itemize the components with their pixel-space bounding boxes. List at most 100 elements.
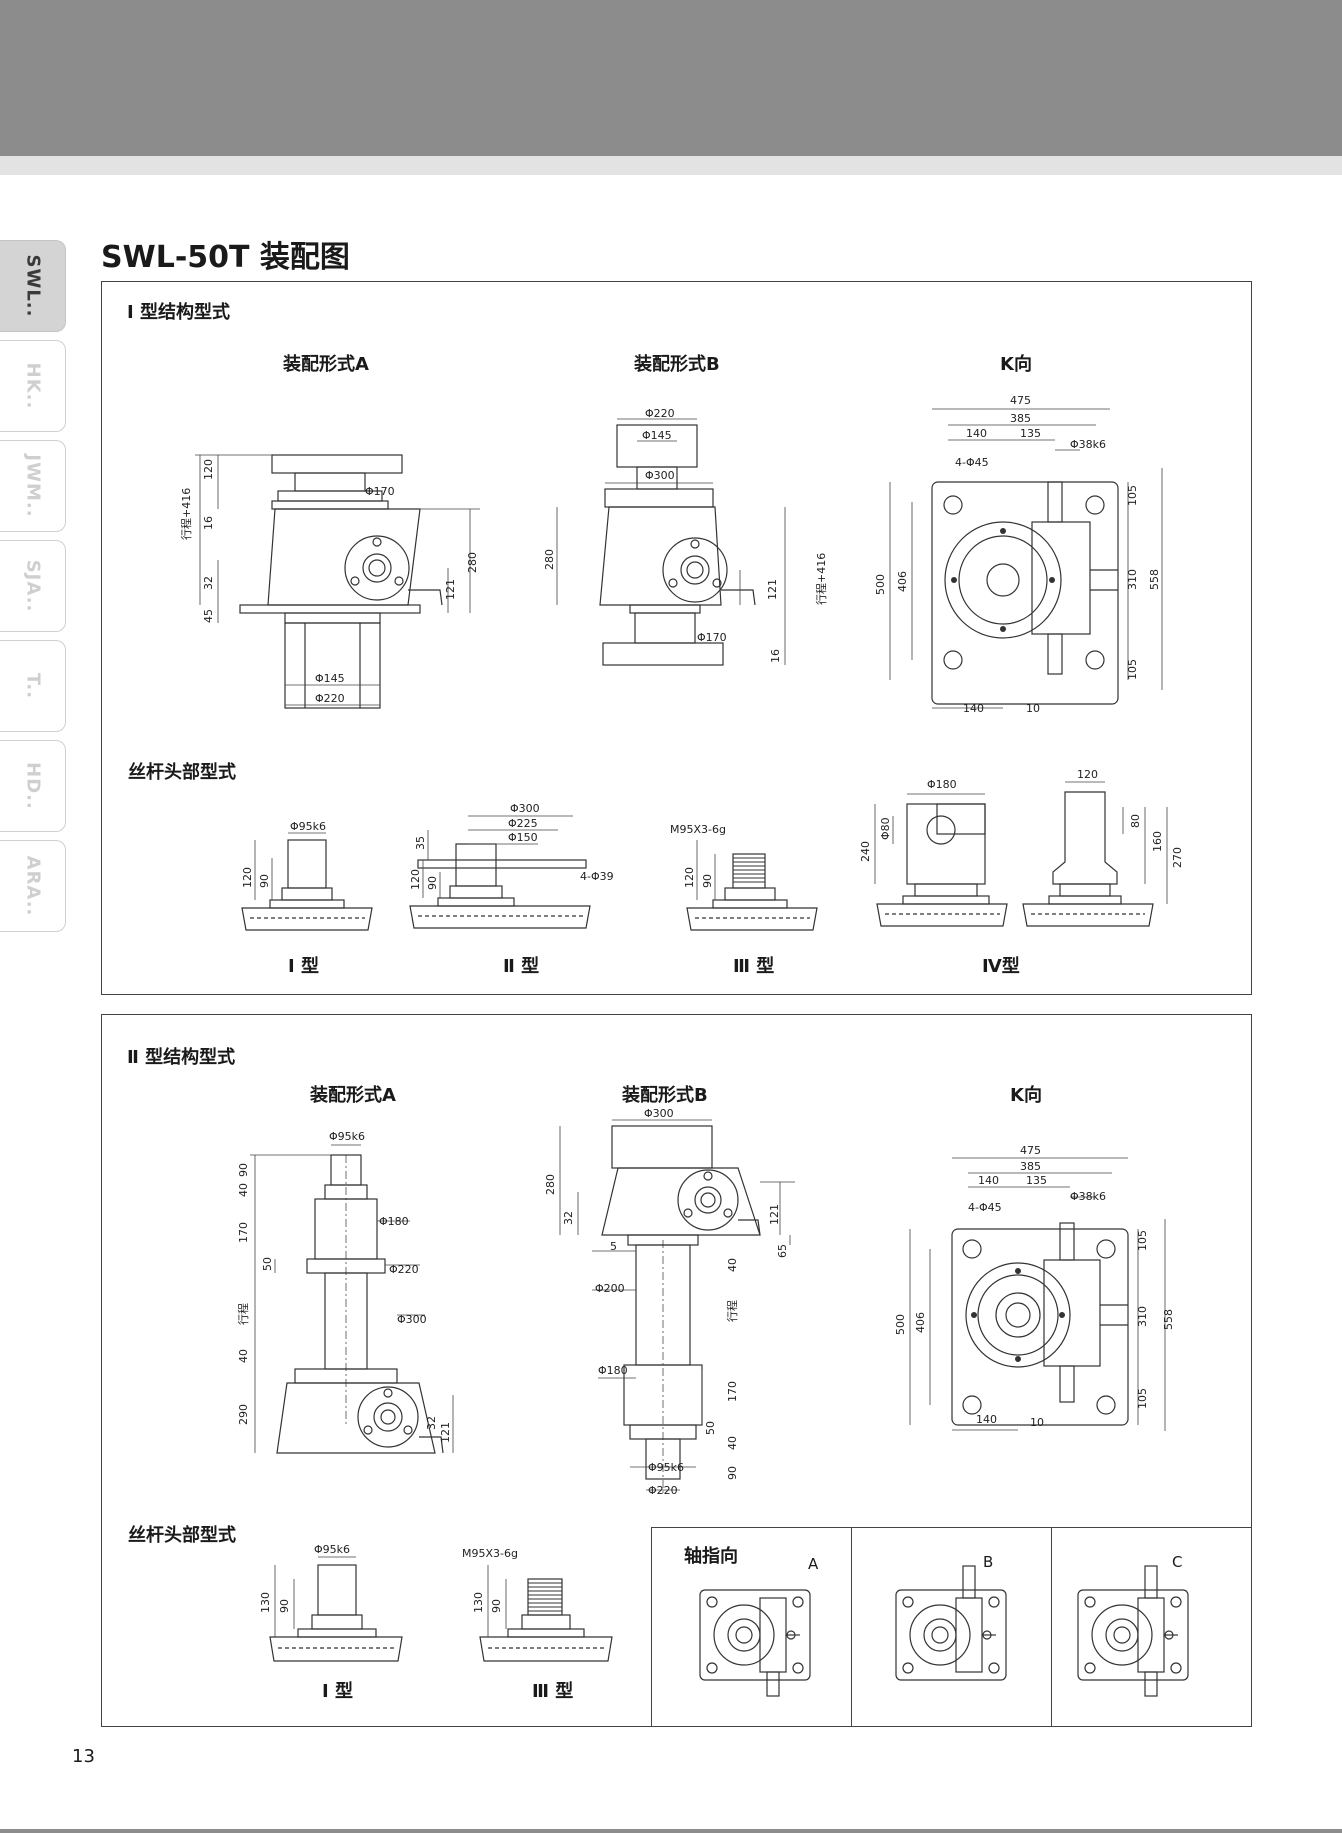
s2-form-a-drawing: Φ95k6 90 40 170 Φ180 50 Φ220 行程 Φ300 40 … <box>237 1130 454 1454</box>
dim-h4-80: 80 <box>1129 814 1142 828</box>
dim-2h1-phi: Φ95k6 <box>314 1543 350 1556</box>
dim-2a-phi180: Φ180 <box>379 1215 409 1228</box>
s1-head-type1-drawing: Φ95k6 120 90 <box>241 820 373 931</box>
dim-2h1-130: 130 <box>259 1592 272 1613</box>
dim-2b-50: 50 <box>704 1421 717 1435</box>
section-type2-heading: Ⅱ 型结构型式 <box>127 1047 236 1068</box>
axis-label-a: A <box>808 1555 819 1573</box>
dim-k-475: 475 <box>1010 394 1031 407</box>
s1-head-type4-drawing: Φ180 Φ80 240 120 80 160 270 <box>859 768 1184 927</box>
form-b-label: 装配形式B <box>634 354 720 375</box>
dim-2b-phi200: Φ200 <box>595 1282 625 1295</box>
k-view-label: K向 <box>1000 354 1032 375</box>
dim-k-140b: 140 <box>963 702 984 715</box>
dim-h2-holes: 4-Φ39 <box>580 870 614 883</box>
dim-2k-385: 385 <box>1020 1160 1041 1173</box>
dim-2a-50: 50 <box>261 1257 274 1271</box>
dim-b-phi170: Φ170 <box>697 631 727 644</box>
header-strip <box>0 156 1342 175</box>
type-4-label: Ⅳ型 <box>982 956 1020 977</box>
dim-b-phi300: Φ300 <box>645 469 675 482</box>
dim-k-500: 500 <box>874 574 887 595</box>
s2-k-view-label: K向 <box>1010 1085 1042 1106</box>
dim-k-406: 406 <box>896 571 909 592</box>
dim-2k-10: 10 <box>1030 1416 1044 1429</box>
s1-head-type3-drawing: M95X3-6g 120 90 <box>670 823 818 931</box>
dim-k-phi38: Φ38k6 <box>1070 438 1106 451</box>
section-type2-frame <box>101 1014 1252 1727</box>
tab-jwm[interactable]: JWM.. <box>0 440 66 532</box>
axis-title: 轴指向 <box>684 1546 738 1567</box>
axis-label-c: C <box>1172 1553 1183 1571</box>
dim-h4-phi80: Φ80 <box>879 817 892 840</box>
s1-k-view-drawing: 475 385 140 135 Φ38k6 4-Φ45 500 406 105 … <box>874 394 1163 715</box>
type-1-label: Ⅰ 型 <box>288 956 319 977</box>
page-title: SWL-50T 装配图 <box>101 240 350 275</box>
dim-2a-121: 121 <box>439 1422 452 1443</box>
dim-2k-310: 310 <box>1136 1306 1149 1327</box>
s2-k-view-drawing: 475 385 140 135 Φ38k6 4-Φ45 500 406 105 … <box>894 1144 1175 1431</box>
dim-h1-phi: Φ95k6 <box>290 820 326 833</box>
axis-label-b: B <box>983 1553 994 1571</box>
dim-h2-35: 35 <box>414 836 427 850</box>
s2-form-b-drawing: Φ300 280 32 121 5 65 40 Φ200 行程 Φ180 170… <box>544 1107 795 1497</box>
axis-divider-2 <box>1051 1527 1052 1727</box>
tab-t[interactable]: T.. <box>0 640 66 732</box>
dim-h4-240: 240 <box>859 841 872 862</box>
dim-2a-290: 290 <box>237 1404 250 1425</box>
dim-2b-stroke: 行程 <box>726 1300 739 1322</box>
tab-swl[interactable]: SWL.. <box>0 240 66 332</box>
dim-2a-stroke: 行程 <box>237 1303 250 1325</box>
dim-h4-270: 270 <box>1171 847 1184 868</box>
dim-2b-5: 5 <box>610 1240 617 1253</box>
dim-2a-40b: 40 <box>237 1349 250 1363</box>
dim-a-phi170: Φ170 <box>365 485 395 498</box>
tab-ara[interactable]: ARA.. <box>0 840 66 932</box>
dim-k-140: 140 <box>966 427 987 440</box>
tab-hk[interactable]: HK.. <box>0 340 66 432</box>
dim-h4-160: 160 <box>1151 831 1164 852</box>
dim-a-16: 16 <box>202 516 215 530</box>
dim-h1-90: 90 <box>258 874 271 888</box>
dim-2b-170: 170 <box>726 1381 739 1402</box>
dim-h3-120: 120 <box>683 867 696 888</box>
s1-form-a-drawing: 行程+416 120 16 32 45 Φ170 280 121 Φ145 Φ2… <box>180 454 480 709</box>
tab-sja[interactable]: SJA.. <box>0 540 66 632</box>
dim-h3-90: 90 <box>701 874 714 888</box>
dim-k-105b: 105 <box>1126 659 1139 680</box>
s2-head-type3-drawing: M95X3-6g 130 90 <box>462 1547 613 1662</box>
dim-2k-135: 135 <box>1026 1174 1047 1187</box>
dim-a-121: 121 <box>444 579 457 600</box>
dim-2b-90: 90 <box>726 1466 739 1480</box>
s2-type-1-label: Ⅰ 型 <box>322 1681 353 1702</box>
dim-a-phi145: Φ145 <box>315 672 345 685</box>
dim-2b-phi300: Φ300 <box>644 1107 674 1120</box>
axis-c-drawing <box>1077 1565 1189 1697</box>
tab-hd[interactable]: HD.. <box>0 740 66 832</box>
dim-2b-phi220: Φ220 <box>648 1484 678 1497</box>
dim-2k-406: 406 <box>914 1312 927 1333</box>
dim-h2-120: 120 <box>409 869 422 890</box>
dim-a-45: 45 <box>202 609 215 623</box>
dim-2h1-90: 90 <box>278 1599 291 1613</box>
dim-b-121: 121 <box>766 579 779 600</box>
s2-head-type1-drawing: Φ95k6 130 90 <box>259 1543 403 1662</box>
dim-a-32: 32 <box>202 576 215 590</box>
dim-h2-phi300: Φ300 <box>510 802 540 815</box>
dim-2a-32: 32 <box>425 1416 438 1430</box>
dim-2b-280: 280 <box>544 1174 557 1195</box>
header-band <box>0 0 1342 156</box>
section-type1-frame <box>101 281 1252 995</box>
dim-2k-558: 558 <box>1162 1309 1175 1330</box>
dim-h4-120: 120 <box>1077 768 1098 781</box>
dim-k-385: 385 <box>1010 412 1031 425</box>
dim-h2-phi150: Φ150 <box>508 831 538 844</box>
dim-2h3-thread: M95X3-6g <box>462 1547 518 1560</box>
dim-2k-500: 500 <box>894 1314 907 1335</box>
dim-2b-phi180: Φ180 <box>598 1364 628 1377</box>
dim-a-phi220: Φ220 <box>315 692 345 705</box>
dim-b-phi145: Φ145 <box>642 429 672 442</box>
dim-2b-40: 40 <box>726 1258 739 1272</box>
dim-2h3-130: 130 <box>472 1592 485 1613</box>
dim-2k-holes: 4-Φ45 <box>968 1201 1002 1214</box>
